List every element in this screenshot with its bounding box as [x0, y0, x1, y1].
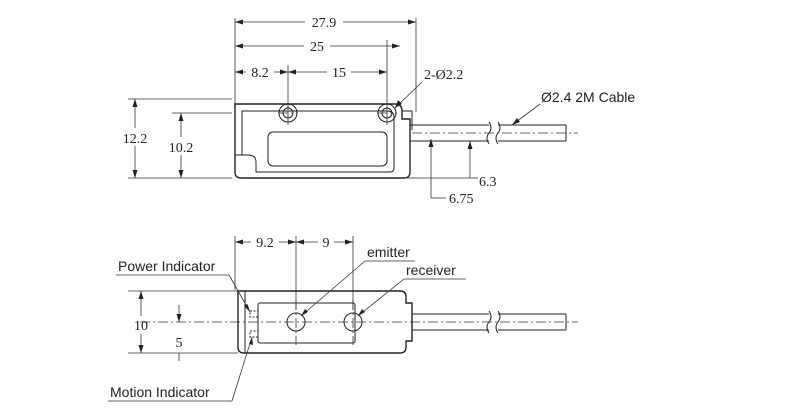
- dim-label-27-9: 27.9: [312, 16, 337, 31]
- top-view-cable: [410, 121, 578, 145]
- dim-holes-callout: 2-Ø2.2: [394, 68, 463, 109]
- receiver-lens: [343, 312, 363, 332]
- dim-label-9: 9: [323, 236, 330, 251]
- mounting-hole-right: [377, 103, 397, 123]
- side-view-body: [140, 290, 578, 354]
- top-view: 27.9 25 8.2 15 2-Ø2.2: [117, 12, 635, 207]
- mounting-hole-left: [278, 103, 298, 123]
- dim-label-8-2: 8.2: [251, 66, 269, 81]
- dim-height-outer: 12.2: [117, 98, 232, 179]
- dim-label-25: 25: [310, 40, 324, 55]
- dim-label-6-75: 6.75: [449, 192, 474, 207]
- dim-side-height: 10: [128, 290, 238, 354]
- motion-indicator-led: [249, 330, 259, 338]
- dim-hole-to-hole: 15: [288, 62, 387, 81]
- dim-label-holes: 2-Ø2.2: [424, 68, 463, 83]
- emitter-callout: emitter: [300, 244, 415, 317]
- power-indicator-callout: Power Indicator: [116, 258, 251, 313]
- dim-label-15: 15: [332, 66, 346, 81]
- motion-indicator-label: Motion Indicator: [110, 384, 210, 400]
- dim-edge-to-hole: 8.2: [235, 62, 288, 81]
- emitter-lens: [286, 312, 306, 332]
- receiver-callout: receiver: [357, 262, 466, 317]
- dim-hole-span: 25: [235, 36, 400, 55]
- power-indicator-label: Power Indicator: [118, 258, 216, 274]
- receiver-label: receiver: [406, 262, 456, 278]
- emitter-label: emitter: [367, 244, 410, 260]
- dim-edge-to-emitter: 9.2: [235, 232, 296, 251]
- dim-overall-width: 27.9: [235, 12, 416, 31]
- dim-label-5: 5: [176, 336, 183, 351]
- dim-cable-offsets: 6.3 6.75: [404, 139, 497, 207]
- side-view-cable: [412, 310, 567, 334]
- dim-height-inner: 10.2: [162, 112, 232, 178]
- dim-side-half-height: 5: [176, 305, 183, 361]
- dim-label-10: 10: [134, 319, 148, 334]
- side-view: 9.2 9 10 5: [108, 232, 578, 402]
- dim-label-6-3: 6.3: [479, 175, 497, 190]
- dim-emitter-to-receiver: 9: [296, 232, 353, 251]
- cable-label: Ø2.4 2M Cable: [541, 89, 635, 105]
- motion-indicator-callout: Motion Indicator: [108, 336, 253, 402]
- top-view-body: [234, 103, 413, 179]
- dim-label-12-2: 12.2: [123, 132, 148, 147]
- dim-label-9-2: 9.2: [256, 236, 274, 251]
- dim-label-10-2: 10.2: [169, 141, 194, 156]
- cable-callout: Ø2.4 2M Cable: [511, 89, 635, 126]
- power-indicator-led: [249, 310, 259, 318]
